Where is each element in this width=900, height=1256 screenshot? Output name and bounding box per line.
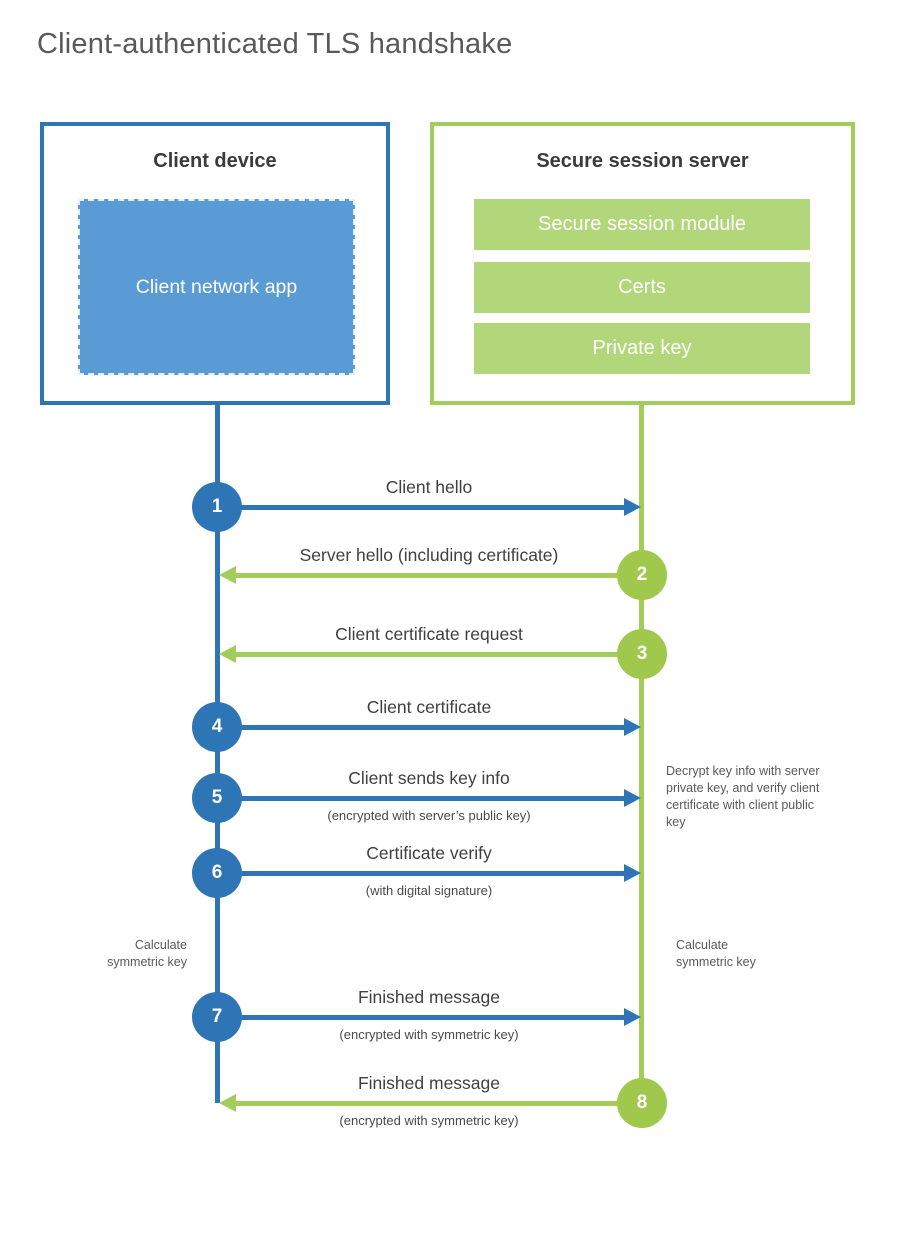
step-8-arrow: [235, 1101, 617, 1106]
step-1-label: Client hello: [385, 477, 473, 497]
page-title: Client-authenticated TLS handshake: [37, 28, 513, 60]
step-5-sublabel: (encrypted with server’s public key): [327, 808, 531, 823]
step-3-arrowhead-icon: [219, 645, 236, 663]
step-2-arrow: [235, 573, 617, 578]
step-7-sublabel: (encrypted with symmetric key): [339, 1027, 519, 1042]
server-module-private-key: Private key: [474, 323, 810, 374]
step-2-badge: 2: [617, 550, 667, 600]
step-6-sublabel: (with digital signature): [365, 883, 493, 898]
secure-session-server-title: Secure session server: [536, 150, 749, 172]
client-network-app-box: Client network app: [78, 199, 355, 375]
step-2-label: Server hello (including certificate): [299, 545, 559, 565]
step-1-arrow: [240, 505, 624, 510]
step-4-arrowhead-icon: [624, 718, 641, 736]
step-7-arrowhead-icon: [624, 1008, 641, 1026]
server-calculate-symmetric-key-note: Calculate symmetric key: [676, 938, 756, 969]
step-3-label: Client certificate request: [335, 624, 523, 644]
step-2-arrowhead-icon: [219, 566, 236, 584]
step-3-arrow: [235, 652, 617, 657]
step-5-badge: 5: [192, 773, 242, 823]
client-calculate-symmetric-key-note: Calculate symmetric key: [107, 938, 187, 969]
step-7-badge: 7: [192, 992, 242, 1042]
client-device-title: Client device: [153, 150, 277, 172]
server-decrypt-note: Decrypt key info with server private key…: [666, 764, 820, 829]
server-module-secure-session: Secure session module: [474, 199, 810, 250]
step-8-label: Finished message: [357, 1073, 501, 1093]
client-lifeline: [215, 405, 220, 1103]
step-3-badge: 3: [617, 629, 667, 679]
step-1-badge: 1: [192, 482, 242, 532]
step-6-arrowhead-icon: [624, 864, 641, 882]
step-6-badge: 6: [192, 848, 242, 898]
step-6-arrow: [240, 871, 624, 876]
step-8-badge: 8: [617, 1078, 667, 1128]
server-lifeline: [639, 405, 644, 1105]
step-5-arrowhead-icon: [624, 789, 641, 807]
step-4-arrow: [240, 725, 624, 730]
step-7-arrow: [240, 1015, 624, 1020]
step-5-arrow: [240, 796, 624, 801]
step-8-sublabel: (encrypted with symmetric key): [339, 1113, 519, 1128]
step-6-label: Certificate verify: [366, 843, 492, 863]
step-8-arrowhead-icon: [219, 1094, 236, 1112]
server-module-certs: Certs: [474, 262, 810, 313]
client-network-app-label: Client network app: [135, 276, 298, 298]
step-5-label: Client sends key info: [348, 768, 510, 788]
step-4-badge: 4: [192, 702, 242, 752]
step-4-label: Client certificate: [366, 697, 492, 717]
step-1-arrowhead-icon: [624, 498, 641, 516]
step-7-label: Finished message: [357, 987, 501, 1007]
